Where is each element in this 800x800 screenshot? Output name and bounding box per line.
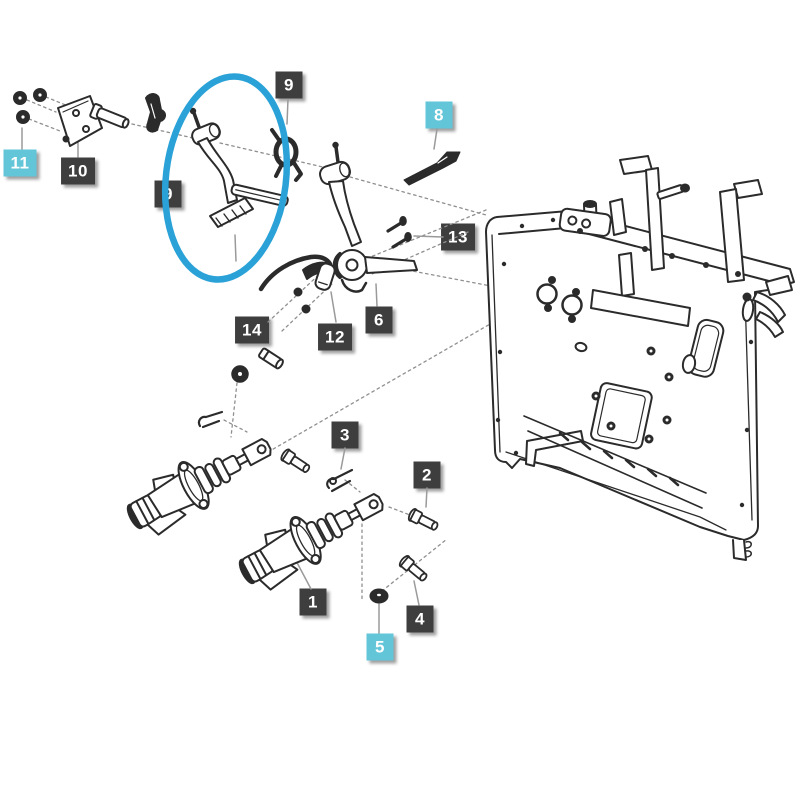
part-label-2: 2 [413,461,441,489]
part-label-14: 14 [235,316,269,344]
part-label-1: 1 [299,588,327,616]
part-label-4: 4 [406,605,434,633]
part-label-6: 6 [365,306,393,334]
part-label-5: 5 [366,633,394,661]
part-label-8: 8 [425,101,453,129]
part-label-9: 9 [275,71,303,99]
part-label-10: 10 [61,157,95,185]
part-label-12: 12 [318,323,352,351]
part-label-9: 9 [154,180,182,208]
part-label-3: 3 [331,421,359,449]
part-label-11: 11 [3,149,37,177]
part-label-13: 13 [441,223,475,251]
